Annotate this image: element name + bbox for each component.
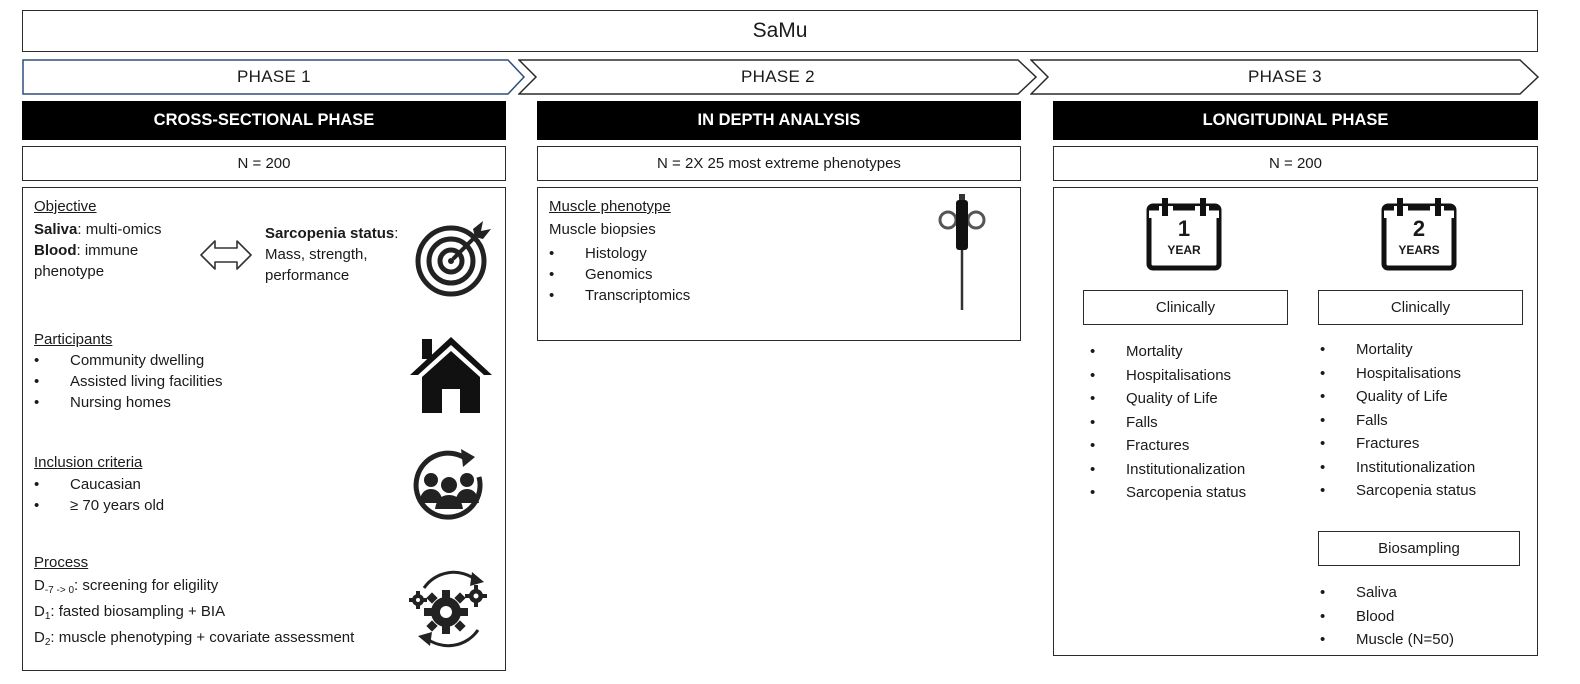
sarcopenia-block: Sarcopenia status: Mass, strength, perfo… <box>265 223 415 286</box>
double-arrow-icon <box>200 240 252 270</box>
phase-1-arrow: PHASE 1 <box>22 59 526 95</box>
sarcopenia-text: : Mass, strength, performance <box>265 225 399 284</box>
list-item: Sarcopenia status <box>1090 481 1246 505</box>
inclusion-title: Inclusion criteria <box>34 454 143 471</box>
process-item: D-7 -> 0: screening for eligility <box>34 575 434 601</box>
process-day-sub: 2 <box>44 637 51 648</box>
muscle-biopsies-subtitle: Muscle biopsies <box>549 221 656 238</box>
clinically-label-year-2: Clinically <box>1318 290 1523 325</box>
list-item: Quality of Life <box>1090 387 1246 411</box>
list-item: Saliva <box>1320 581 1454 605</box>
phase-3-n: N = 200 <box>1053 146 1538 181</box>
list-item: Caucasian <box>34 474 164 495</box>
participants-title: Participants <box>34 331 113 348</box>
biosampling-label: Biosampling <box>1318 531 1520 566</box>
clinically-label-year-1: Clinically <box>1083 290 1288 325</box>
process-item: D1: fasted biosampling + BIA <box>34 601 434 627</box>
participants-list: Community dwelling Assisted living facil… <box>34 350 223 413</box>
calendar-icon <box>1381 198 1457 271</box>
calendar-1-number: 1 <box>1177 216 1191 241</box>
saliva-text: : multi-omics <box>77 221 162 238</box>
calendar-2-number: 2 <box>1412 216 1426 241</box>
list-item: Falls <box>1090 411 1246 435</box>
list-item: Assisted living facilities <box>34 371 223 392</box>
list-item: Blood <box>1320 605 1454 629</box>
phase-1-panel: Objective Saliva: multi-omics Blood: imm… <box>22 187 506 671</box>
list-item: Mortality <box>1090 340 1246 364</box>
list-item: Falls <box>1320 409 1476 433</box>
gears-icon <box>409 570 487 648</box>
process-day: D <box>34 577 45 594</box>
phase-1-n: N = 200 <box>22 146 506 181</box>
process-day-sub: -7 -> 0 <box>44 585 75 596</box>
list-item: ≥ 70 years old <box>34 495 164 516</box>
phase-2-list: Histology Genomics Transcriptomics <box>549 243 690 306</box>
calendar-1-label: YEAR <box>1167 243 1201 257</box>
biopsy-needle-icon <box>938 194 986 310</box>
list-item: Genomics <box>549 264 690 285</box>
list-item: Sarcopenia status <box>1320 479 1476 503</box>
phase-2-panel: Muscle phenotype Muscle biopsies Histolo… <box>537 187 1021 341</box>
outcomes-list-year-1: Mortality Hospitalisations Quality of Li… <box>1090 340 1246 505</box>
list-item: Mortality <box>1320 338 1476 362</box>
inclusion-list: Caucasian ≥ 70 years old <box>34 474 164 516</box>
objective-left: Saliva: multi-omics Blood: immune phenot… <box>34 219 204 282</box>
process-day: D <box>34 629 45 646</box>
phase-3-panel: 1 YEAR 2 YEARS Clinically Clinically Mor… <box>1053 187 1538 656</box>
phase-3-arrow: PHASE 3 <box>1030 59 1540 95</box>
muscle-phenotype-title: Muscle phenotype <box>549 198 671 215</box>
blood-text: : immune phenotype <box>34 242 139 280</box>
process-day-sub: 1 <box>44 611 51 622</box>
group-icon <box>413 449 483 520</box>
process-item: D2: muscle phenotyping + covariate asses… <box>34 627 434 653</box>
list-item: Transcriptomics <box>549 285 690 306</box>
list-item: Nursing homes <box>34 392 223 413</box>
phase-3-arrow-shape <box>1030 59 1540 95</box>
saliva-label: Saliva <box>34 221 78 238</box>
sarcopenia-label: Sarcopenia status <box>265 225 395 242</box>
list-item: Hospitalisations <box>1320 362 1476 386</box>
phase-1-arrow-shape <box>22 59 526 95</box>
list-item: Fractures <box>1090 434 1246 458</box>
list-item: Hospitalisations <box>1090 364 1246 388</box>
objective-title: Objective <box>34 198 97 215</box>
phase-2-arrow-shape <box>518 59 1038 95</box>
target-icon <box>415 221 491 297</box>
process-text: : fasted biosampling + BIA <box>50 603 226 620</box>
list-item: Quality of Life <box>1320 385 1476 409</box>
process-text: : muscle phenotyping + covariate assessm… <box>50 629 355 646</box>
list-item: Muscle (N=50) <box>1320 628 1454 652</box>
list-item: Histology <box>549 243 690 264</box>
house-icon <box>410 337 492 413</box>
phase-2-heading: IN DEPTH ANALYSIS <box>537 101 1021 140</box>
phase-3-label: PHASE 3 <box>1248 67 1322 86</box>
phase-2-arrow: PHASE 2 <box>518 59 1038 95</box>
phase-1-label: PHASE 1 <box>237 67 311 86</box>
calendar-2-label: YEARS <box>1398 243 1440 257</box>
phase-3-heading: LONGITUDINAL PHASE <box>1053 101 1538 140</box>
list-item: Institutionalization <box>1320 456 1476 480</box>
list-item: Fractures <box>1320 432 1476 456</box>
process-day: D <box>34 603 45 620</box>
phase-2-n: N = 2X 25 most extreme phenotypes <box>537 146 1021 181</box>
phase-2-label: PHASE 2 <box>741 67 815 86</box>
list-item: Community dwelling <box>34 350 223 371</box>
biosampling-list: Saliva Blood Muscle (N=50) <box>1320 581 1454 652</box>
page-title: SaMu <box>22 10 1538 52</box>
phase-1-heading: CROSS-SECTIONAL PHASE <box>22 101 506 140</box>
calendar-icon <box>1146 198 1222 271</box>
outcomes-list-year-2: Mortality Hospitalisations Quality of Li… <box>1320 338 1476 503</box>
process-list: D-7 -> 0: screening for eligility D1: fa… <box>34 575 434 653</box>
process-text: : screening for eligility <box>74 577 219 594</box>
process-title: Process <box>34 554 89 571</box>
list-item: Institutionalization <box>1090 458 1246 482</box>
blood-label: Blood <box>34 242 77 259</box>
